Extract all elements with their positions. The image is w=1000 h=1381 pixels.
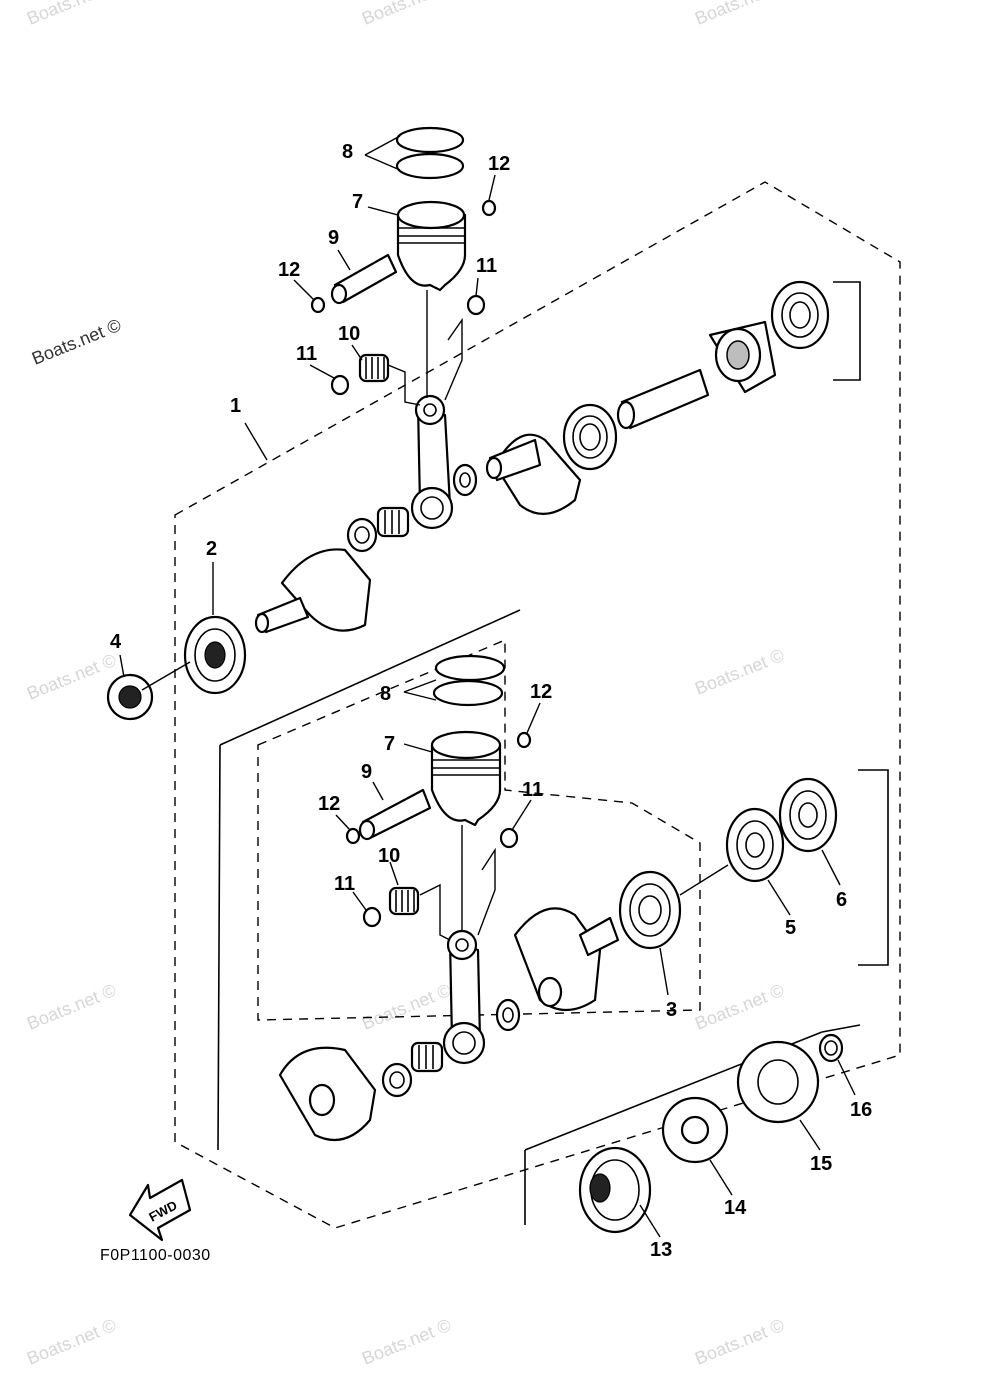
callout-11: 11 — [522, 779, 543, 801]
callout-11: 11 — [476, 255, 497, 277]
upper-center-web — [485, 433, 582, 515]
upper-thrust-washer — [452, 463, 478, 497]
callout-6: 6 — [836, 889, 847, 911]
coupling-claw — [736, 1040, 820, 1124]
coupling-hub — [578, 1146, 652, 1234]
watermark: Boats.net © — [29, 315, 124, 369]
callout-7: 7 — [352, 191, 363, 213]
watermark: Boats.net © — [24, 650, 119, 704]
callout-7: 7 — [384, 733, 395, 755]
lower-piston-group-boundary — [257, 638, 701, 1021]
watermark: Boats.net © — [359, 980, 454, 1034]
callout-12: 12 — [318, 793, 340, 815]
callout-3: 3 — [666, 999, 677, 1021]
lower-thrust-washer — [495, 998, 521, 1032]
upper-piston-rings — [395, 126, 465, 180]
callout-12: 12 — [530, 681, 552, 703]
lower-center-bearing — [618, 870, 682, 950]
callout-1: 1 — [230, 395, 241, 417]
callout-8: 8 — [342, 141, 353, 163]
watermark: Boats.net © — [692, 645, 787, 699]
lower-piston-rings — [432, 654, 506, 707]
crankshaft-assembly-boundary — [174, 181, 901, 1229]
upper-circlips — [310, 199, 497, 396]
callout-9: 9 — [328, 227, 339, 249]
watermark: Boats.net © — [24, 1315, 119, 1369]
upper-coupling-gear — [708, 320, 777, 394]
watermark: Boats.net © — [24, 980, 119, 1034]
upper-shaft-sleeve — [616, 368, 710, 430]
oil-seal — [106, 673, 154, 721]
upper-crank-web — [254, 548, 372, 634]
callout-labels: 8 12 7 9 12 11 10 11 1 2 4 8 12 7 9 12 1… — [110, 141, 872, 1261]
callout-leaders — [119, 135, 856, 1238]
callout-2: 2 — [206, 538, 217, 560]
lower-small-bearing — [381, 1062, 413, 1098]
rear-seal-frame — [858, 769, 889, 966]
lower-center-web — [513, 907, 620, 1012]
watermark: Boats.net © — [692, 1315, 787, 1369]
lower-piston-pin — [358, 788, 432, 841]
lower-seal-6 — [778, 777, 838, 853]
callout-5: 5 — [785, 917, 796, 939]
watermark: Boats.net © — [692, 0, 787, 29]
callout-9: 9 — [361, 761, 372, 783]
coupling-washer — [818, 1033, 844, 1063]
upper-piston-pin — [330, 253, 398, 305]
lower-front-web — [278, 1046, 377, 1142]
lower-circlips — [345, 731, 532, 928]
callout-13: 13 — [650, 1239, 672, 1261]
upper-bearing-frame — [833, 281, 861, 381]
callout-14: 14 — [724, 1197, 747, 1219]
rubber-damper — [661, 1096, 729, 1164]
watermark: Boats.net © — [359, 0, 454, 29]
drawing-code: F0P1100-0030 — [100, 1247, 211, 1264]
upper-crankpin-needle-bearing — [376, 506, 410, 538]
upper-needle-bearing — [358, 353, 390, 383]
lower-piston — [430, 730, 502, 827]
upper-end-bearing — [770, 280, 830, 350]
upper-piston — [396, 200, 467, 292]
watermark: Boats.net © — [24, 0, 119, 29]
lower-needle-bearing — [388, 886, 420, 916]
callout-11: 11 — [334, 873, 355, 895]
callout-12: 12 — [278, 259, 300, 281]
callout-8: 8 — [380, 683, 391, 705]
callout-4: 4 — [110, 631, 122, 653]
upper-small-bearing — [346, 517, 378, 553]
callout-15: 15 — [810, 1153, 832, 1175]
upper-connecting-rod — [410, 394, 454, 530]
main-bearing — [183, 615, 247, 695]
callout-11: 11 — [296, 343, 317, 365]
callout-12: 12 — [488, 153, 510, 175]
upper-center-bearing — [562, 403, 618, 471]
lower-crankpin-needle-bearing — [410, 1041, 444, 1073]
forward-direction-arrow: FWD — [128, 1178, 192, 1242]
callout-10: 10 — [338, 323, 360, 345]
callout-16: 16 — [850, 1099, 872, 1121]
watermark: Boats.net © — [359, 1315, 454, 1369]
callout-10: 10 — [378, 845, 400, 867]
lower-connecting-rod — [442, 929, 486, 1065]
watermark: Boats.net © — [692, 980, 787, 1034]
lower-crank-frame — [217, 609, 521, 1151]
lower-seal-5 — [725, 807, 785, 883]
